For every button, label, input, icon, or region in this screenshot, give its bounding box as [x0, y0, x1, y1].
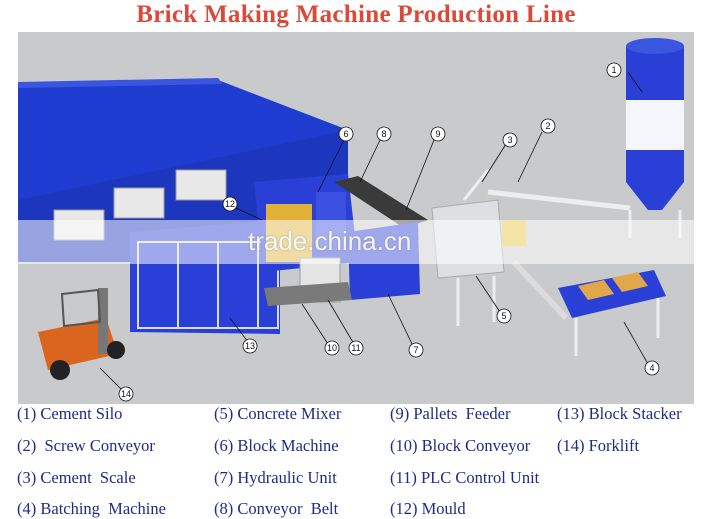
- callout-5-label: 5: [501, 311, 506, 321]
- legend-item-6: (6) Block Machine: [214, 436, 339, 455]
- callout-8-label: 8: [381, 129, 386, 139]
- callout-12: [222, 196, 238, 212]
- legend-item-2: (2) Screw Conveyor: [17, 436, 155, 455]
- screw-conveyor: [487, 189, 631, 211]
- legend-item-1: (1) Cement Silo: [17, 404, 123, 423]
- callout-1-label: 1: [611, 65, 616, 75]
- callout-9: [430, 126, 446, 142]
- callout-10: [324, 340, 340, 356]
- block-conveyor: [264, 282, 352, 306]
- watermark-band: trade.china.cn: [0, 220, 712, 264]
- callout-13: [242, 338, 258, 354]
- legend-item-11: (11) PLC Control Unit: [390, 468, 540, 487]
- callouts: 1 2 3 4 5 6 7 8 9 10 11 12: [99, 62, 660, 402]
- legend-item-13: (13) Block Stacker: [557, 404, 682, 423]
- production-line-illustration: 1 2 3 4 5 6 7 8 9 10 11 12: [18, 32, 694, 404]
- callout-6: [338, 126, 354, 142]
- legend-item-7: (7) Hydraulic Unit: [214, 468, 337, 487]
- legend-item-4: (4) Batching Machine: [17, 499, 166, 518]
- callout-14-label: 14: [121, 389, 131, 399]
- callout-1: [606, 62, 622, 78]
- callout-11-label: 11: [351, 343, 360, 353]
- cement-silo: [626, 38, 684, 238]
- callout-2: [540, 118, 556, 134]
- callout-4: [644, 360, 660, 376]
- callout-4-label: 4: [649, 363, 654, 373]
- callout-3: [502, 132, 518, 148]
- legend-item-8: (8) Conveyor Belt: [214, 499, 339, 518]
- legend: (1) Cement Silo (2) Screw Conveyor (3) C…: [0, 402, 712, 519]
- callout-10-label: 10: [327, 343, 337, 353]
- batching-machine: [511, 259, 666, 356]
- warehouse-roof-edge: [18, 78, 223, 88]
- legend-item-3: (3) Cement Scale: [17, 468, 136, 487]
- callout-11: [348, 340, 364, 356]
- callout-14: [118, 386, 134, 402]
- watermark-text: trade.china.cn: [248, 226, 412, 256]
- legend-item-9: (9) Pallets Feeder: [390, 404, 511, 423]
- legend-item-10: (10) Block Conveyor: [390, 436, 531, 455]
- callout-6-label: 6: [343, 129, 348, 139]
- conveyor-belt: [334, 176, 428, 228]
- legend-item-12: (12) Mould: [390, 499, 466, 518]
- callout-7-label: 7: [413, 345, 418, 355]
- callout-9-label: 9: [435, 129, 440, 139]
- callout-2-label: 2: [545, 121, 550, 131]
- callout-3-label: 3: [507, 135, 512, 145]
- diagram-title: Brick Making Machine Production Line: [136, 1, 576, 28]
- callout-7: [408, 342, 424, 358]
- callout-13-label: 13: [245, 341, 255, 351]
- legend-item-5: (5) Concrete Mixer: [214, 404, 342, 423]
- callout-5: [496, 308, 512, 324]
- forklift: [38, 288, 125, 380]
- legend-item-14: (14) Forklift: [557, 436, 640, 455]
- callout-12-label: 12: [225, 199, 235, 209]
- cement-scale-arm: [462, 169, 490, 201]
- callout-8: [376, 126, 392, 142]
